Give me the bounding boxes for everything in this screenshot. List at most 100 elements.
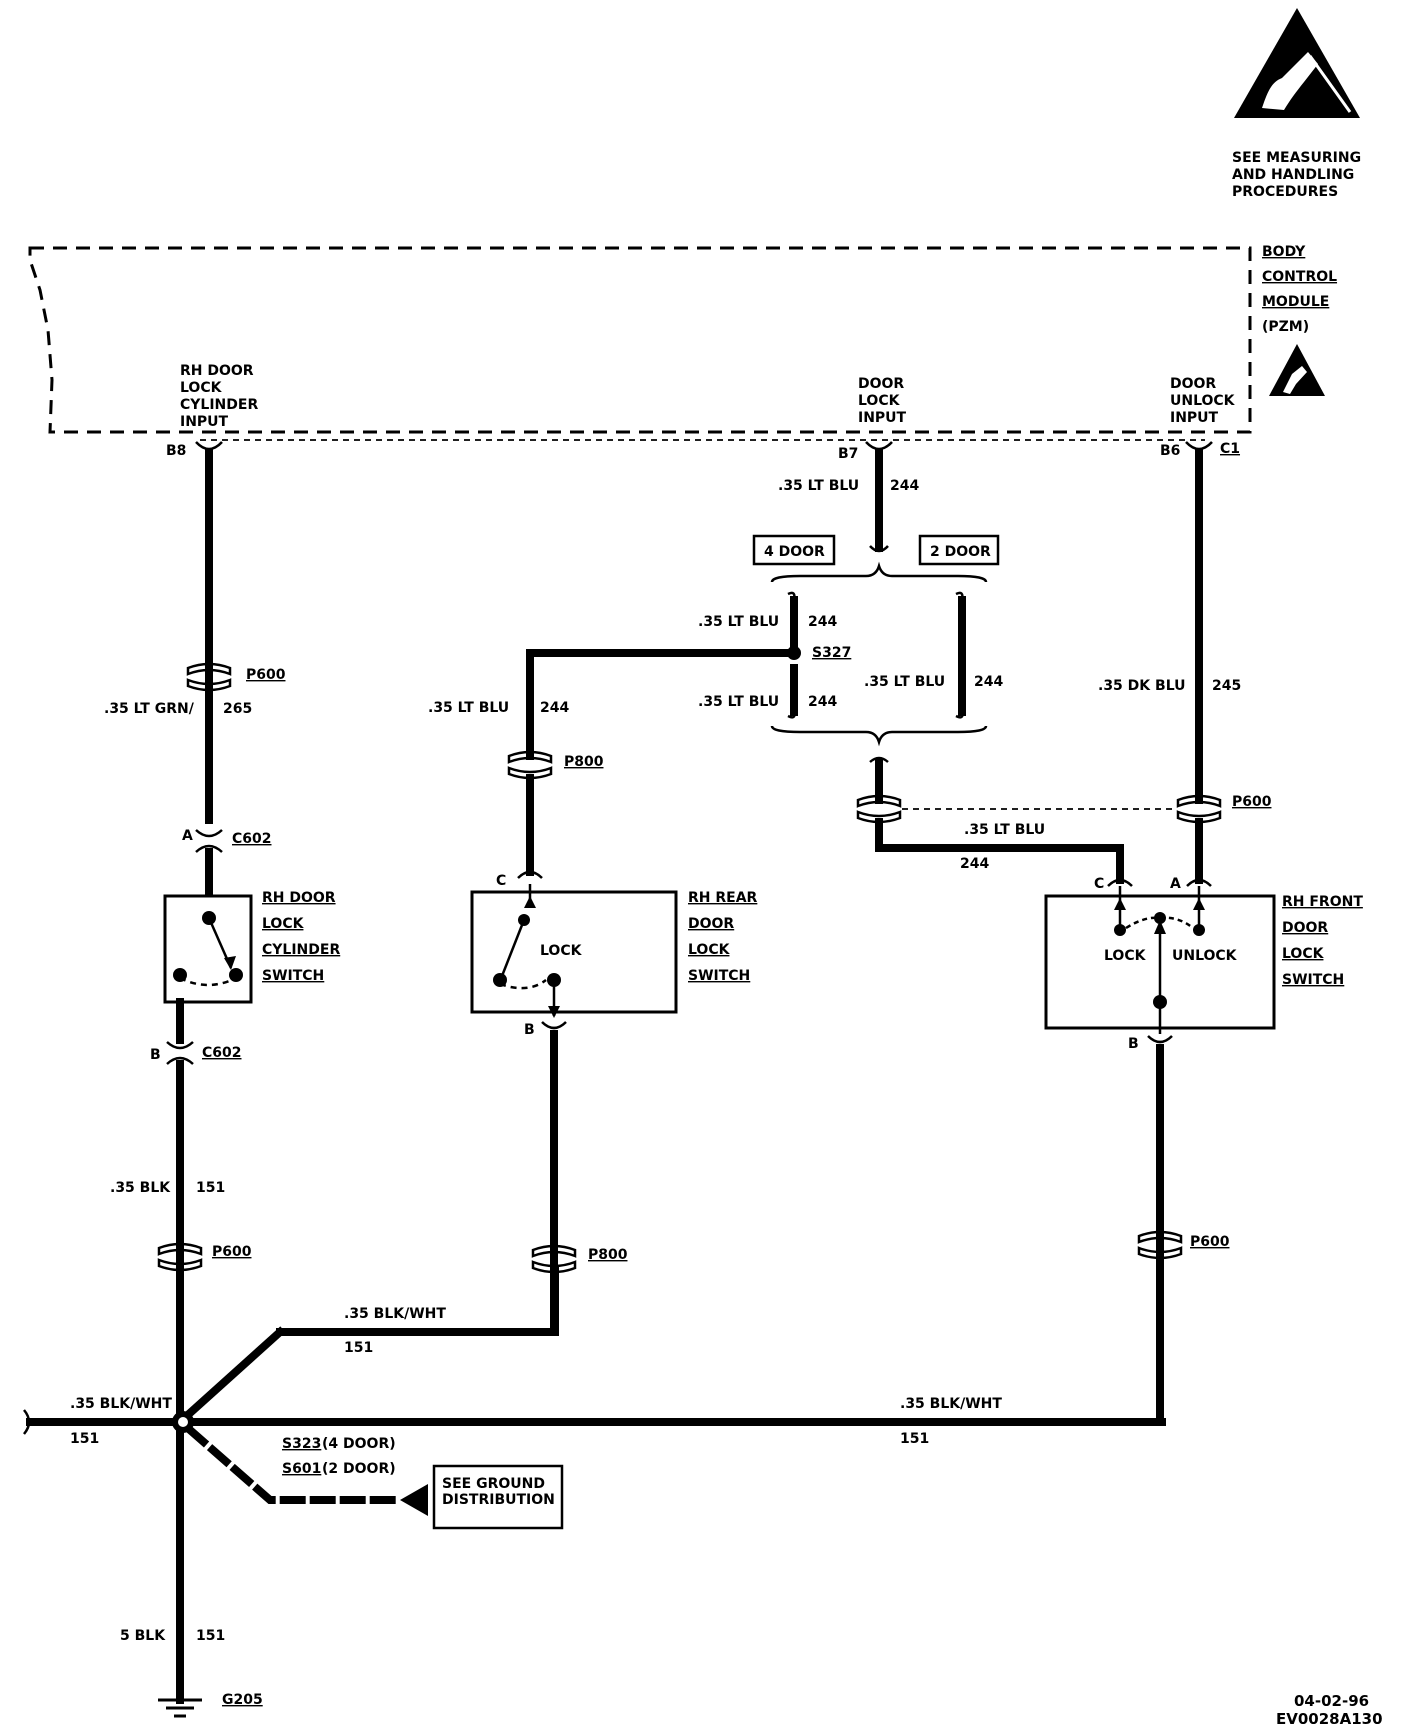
pin-b-rear: B xyxy=(524,1022,535,1038)
pin-b-c602: B xyxy=(150,1047,161,1063)
bcm-lock-input-line3: INPUT xyxy=(858,410,907,426)
rear-up-arrow-icon xyxy=(524,896,536,908)
esd-warning-icon xyxy=(1234,8,1360,118)
esd-text-line2: AND HANDLING xyxy=(1232,167,1354,183)
rh-cyl-switch-label2: LOCK xyxy=(262,916,305,932)
switch-arrow-icon xyxy=(224,956,236,970)
splice-s323-note: (4 DOOR) xyxy=(322,1436,396,1452)
p800-label-b: P800 xyxy=(588,1247,628,1263)
rear-switch-contact xyxy=(518,914,530,926)
rear-switch-label1: RH REAR xyxy=(688,890,758,906)
rear-switch-dashed-link xyxy=(499,978,547,990)
p600-connector-d xyxy=(1176,794,1222,824)
pin-c-rear: C xyxy=(496,873,506,889)
bcm-label-line2: CONTROL xyxy=(1262,269,1337,285)
esd-small-icon xyxy=(1269,344,1325,396)
wire-151-diagonal xyxy=(174,1326,286,1428)
wire-265-number: 265 xyxy=(223,701,252,717)
wire-244-lower-number: 244 xyxy=(808,694,837,710)
option-4-door-box xyxy=(752,534,836,566)
footer-code: EV0028A130 xyxy=(1276,1710,1383,1728)
p600-connector-a xyxy=(186,662,232,692)
rear-pin-b-symbol xyxy=(541,1021,567,1030)
option-top-brace xyxy=(770,561,988,583)
wire-151-left-end xyxy=(23,1409,31,1435)
p600-label-d: P600 xyxy=(1190,1234,1230,1250)
p600-connector-c xyxy=(856,794,902,824)
pin-b8: B8 xyxy=(166,443,186,459)
wire-245-gauge: .35 DK BLU xyxy=(1098,678,1185,694)
footer-date: 04-02-96 xyxy=(1294,1692,1369,1710)
rear-pin-c-symbol xyxy=(517,870,543,879)
front-unlock-label: UNLOCK xyxy=(1172,948,1238,964)
rear-switch-label4: SWITCH xyxy=(688,968,750,984)
option-2-door: 2 DOOR xyxy=(930,544,991,560)
front-pin-c-symbol xyxy=(1107,878,1133,887)
splice-s601-note: (2 DOOR) xyxy=(322,1461,396,1477)
bcm-rh-input-line1: RH DOOR xyxy=(180,363,254,379)
pin-b6: B6 xyxy=(1160,443,1180,459)
bcm-label-line1: BODY xyxy=(1262,244,1306,260)
rear-switch-label3: LOCK xyxy=(688,942,731,958)
wire-244-top-end xyxy=(869,545,889,553)
rh-cyl-switch-label4: SWITCH xyxy=(262,968,324,984)
esd-text-line1: SEE MEASURING xyxy=(1232,150,1361,166)
rh-rear-door-lock-switch xyxy=(470,890,678,1014)
ground-distribution-dashed xyxy=(184,1424,404,1504)
rear-switch-arm xyxy=(500,919,526,977)
wire-151-rear-gauge: .35 BLK/WHT xyxy=(344,1306,446,1322)
p800-connector-a xyxy=(507,750,553,780)
front-switch-label1: RH FRONT xyxy=(1282,894,1363,910)
wire-151-long-gauge: .35 BLK/WHT xyxy=(900,1396,1002,1412)
front-unlock-contact xyxy=(1193,924,1205,936)
wire-244-bottom-number: 244 xyxy=(960,856,989,872)
wire-151-left-gauge: .35 BLK xyxy=(110,1180,171,1196)
option-2-door-box xyxy=(918,534,1000,566)
front-switch-up-arrow-icon xyxy=(1154,920,1166,934)
wire-244-bottom-gauge: .35 LT BLU xyxy=(964,822,1045,838)
p600-connector-e xyxy=(1137,1230,1183,1260)
wire-151-far-number: 151 xyxy=(70,1431,99,1447)
wire-151-long-number: 151 xyxy=(900,1431,929,1447)
wire-244-2door-bottom-end xyxy=(955,711,964,719)
p600-connector-b xyxy=(157,1242,203,1272)
wire-244-2door-number: 244 xyxy=(974,674,1003,690)
p600-label-b: P600 xyxy=(212,1244,252,1260)
connector-c1: C1 xyxy=(1220,441,1240,457)
see-ground-line2: DISTRIBUTION xyxy=(442,1492,555,1508)
p600-label-a: P600 xyxy=(246,667,286,683)
wire-244-rear-number: 244 xyxy=(540,700,569,716)
see-ground-box xyxy=(432,1464,564,1530)
ground-arrow-icon xyxy=(400,1484,428,1516)
pin-c-front: C xyxy=(1094,876,1104,892)
rh-cyl-switch-label3: CYLINDER xyxy=(262,942,340,958)
bcm-rh-input-line4: INPUT xyxy=(180,414,229,430)
front-pin-b-symbol xyxy=(1147,1035,1173,1044)
wire-244-2door-gauge: .35 LT BLU xyxy=(864,674,945,690)
c602-label-b: C602 xyxy=(202,1045,242,1061)
wire-245-number: 245 xyxy=(1212,678,1241,694)
bcm-label-line3: MODULE xyxy=(1262,294,1329,310)
bcm-unlock-input-line1: DOOR xyxy=(1170,376,1216,392)
p800-label-a: P800 xyxy=(564,754,604,770)
ground-icon xyxy=(158,1698,202,1718)
wire-244-top-number: 244 xyxy=(890,478,919,494)
splice-s323-label: S323 xyxy=(282,1436,321,1452)
switch-dashed-link xyxy=(179,976,237,987)
rear-down-arrow-icon xyxy=(548,1006,560,1018)
wire-244-4door-bottom-end xyxy=(787,711,796,719)
front-switch-label4: SWITCH xyxy=(1282,972,1344,988)
wire-151-rear-number: 151 xyxy=(344,1340,373,1356)
front-switch-label3: LOCK xyxy=(1282,946,1325,962)
ground-g205-label: G205 xyxy=(222,1692,263,1708)
wire-151-gnd-number: 151 xyxy=(196,1628,225,1644)
p800-connector-b xyxy=(531,1244,577,1274)
bcm-lock-input-line2: LOCK xyxy=(858,393,901,409)
pin-b7: B7 xyxy=(838,446,858,462)
bcm-label-line4: (PZM) xyxy=(1262,319,1309,335)
option-4-door: 4 DOOR xyxy=(764,544,825,560)
front-pin-a-symbol xyxy=(1186,878,1212,887)
front-unlock-arrow-icon xyxy=(1193,898,1205,910)
front-lock-contact xyxy=(1114,924,1126,936)
